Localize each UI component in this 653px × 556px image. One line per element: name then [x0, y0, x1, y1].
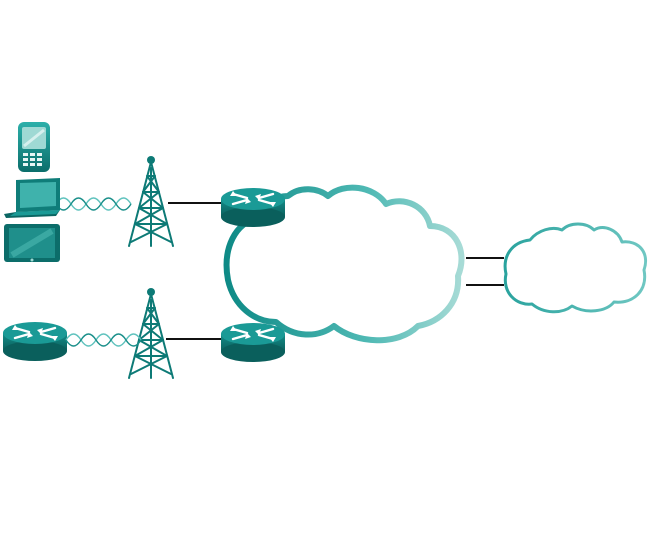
- router-left-icon: [1, 320, 69, 363]
- cell-tower-bottom-icon: [128, 287, 174, 379]
- laptop-icon: [4, 178, 60, 218]
- cell-tower-top-icon: [128, 155, 174, 247]
- cloud-small-icon: [503, 222, 647, 314]
- wireless-signal-bottom-icon: [65, 333, 142, 347]
- wireless-signal-top-icon: [55, 197, 132, 211]
- router-bottom-icon: [219, 321, 287, 364]
- tablet-icon: [4, 224, 60, 262]
- cloud-large-icon: [223, 184, 465, 344]
- smartphone-icon: [18, 122, 50, 172]
- router-top-icon: [219, 186, 287, 229]
